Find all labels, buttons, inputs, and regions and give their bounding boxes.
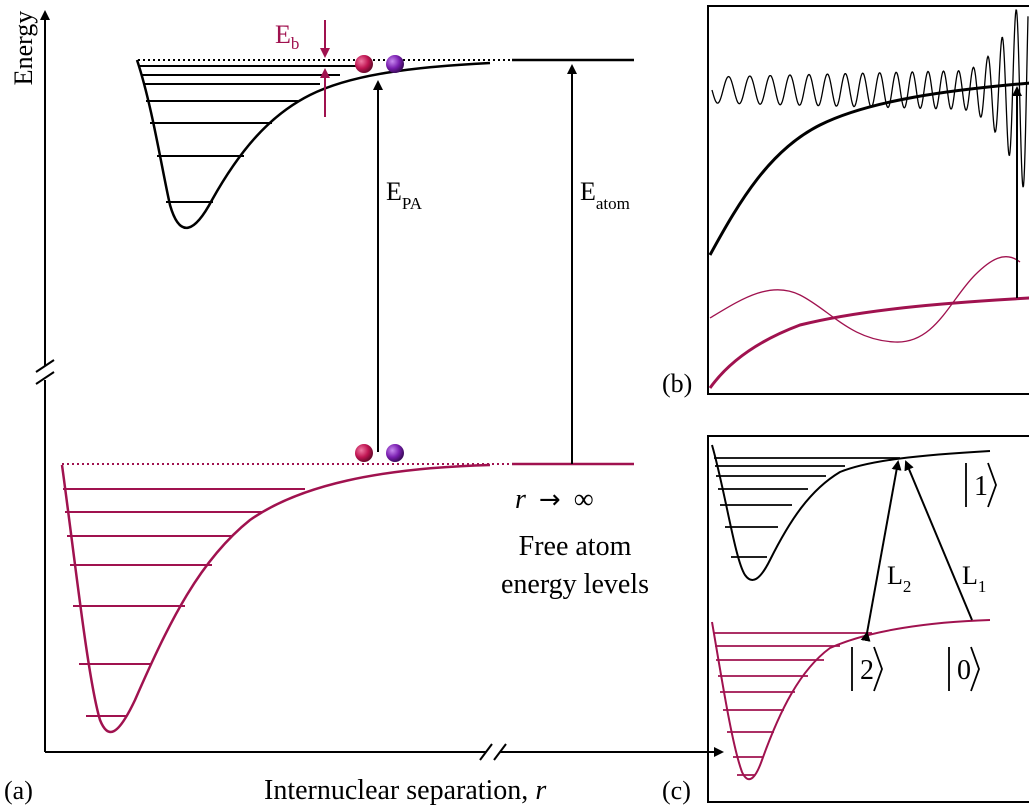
atom-red-upper: [355, 55, 373, 73]
panel-b-excited-wavefunction: [711, 9, 1029, 188]
atom-red-lower: [355, 444, 373, 462]
excited-state-vibrational-levels: [139, 65, 362, 203]
free-atom-label-line2: energy levels: [501, 569, 649, 600]
panel-c-excited-levels: [714, 457, 900, 558]
free-atom-label-line1: Free atom: [519, 531, 632, 562]
atom-pair-lower: [355, 444, 404, 462]
panel-c-ground-potential: [711, 619, 991, 781]
svg-text:2: 2: [860, 655, 874, 686]
eatom-label: Eatom: [580, 177, 630, 213]
panel-b-frame: [707, 5, 1029, 395]
eb-label: Eb: [275, 20, 299, 53]
ground-state-vibrational-levels: [63, 488, 305, 717]
panel-b-label: (b): [662, 369, 692, 398]
ket-2: 2: [851, 646, 883, 692]
l2-arrow: [860, 460, 902, 642]
y-axis-break-icon: [35, 359, 55, 385]
y-axis-label: Energy: [9, 11, 38, 86]
atom-purple-upper: [386, 55, 404, 73]
x-axis-break-icon: [479, 743, 507, 761]
panel-b: (b): [662, 5, 1029, 398]
svg-text:1: 1: [974, 471, 988, 502]
l1-label: L1: [962, 561, 986, 596]
panel-c-label: (c): [662, 776, 691, 805]
x-axis-label: Internuclear separation, r: [264, 775, 546, 806]
l2-label: L2: [887, 561, 911, 596]
panel-c-ground-levels: [714, 632, 872, 776]
svg-text:0: 0: [957, 655, 971, 686]
panel-a: Energy: [4, 10, 724, 806]
l1-arrow: [904, 460, 973, 621]
panel-b-ground-potential: [708, 296, 1029, 389]
ket-0: 0: [948, 646, 980, 692]
panel-c-frame: [707, 435, 1029, 803]
panel-b-ground-wavefunction: [709, 256, 1021, 343]
epa-label: EPA: [386, 177, 423, 213]
panel-b-excited-potential: [708, 81, 1029, 256]
atom-pair-upper: [355, 55, 404, 73]
atom-purple-lower: [386, 444, 404, 462]
r-infinity-label: r → ∞: [515, 484, 594, 515]
panel-a-label: (a): [4, 776, 33, 805]
ground-state-potential-curve: [60, 463, 491, 733]
ket-1: 1: [965, 462, 997, 508]
excited-state-potential-curve: [135, 59, 491, 229]
panel-c: L2 L1 1 2 0 (c): [662, 435, 1029, 805]
